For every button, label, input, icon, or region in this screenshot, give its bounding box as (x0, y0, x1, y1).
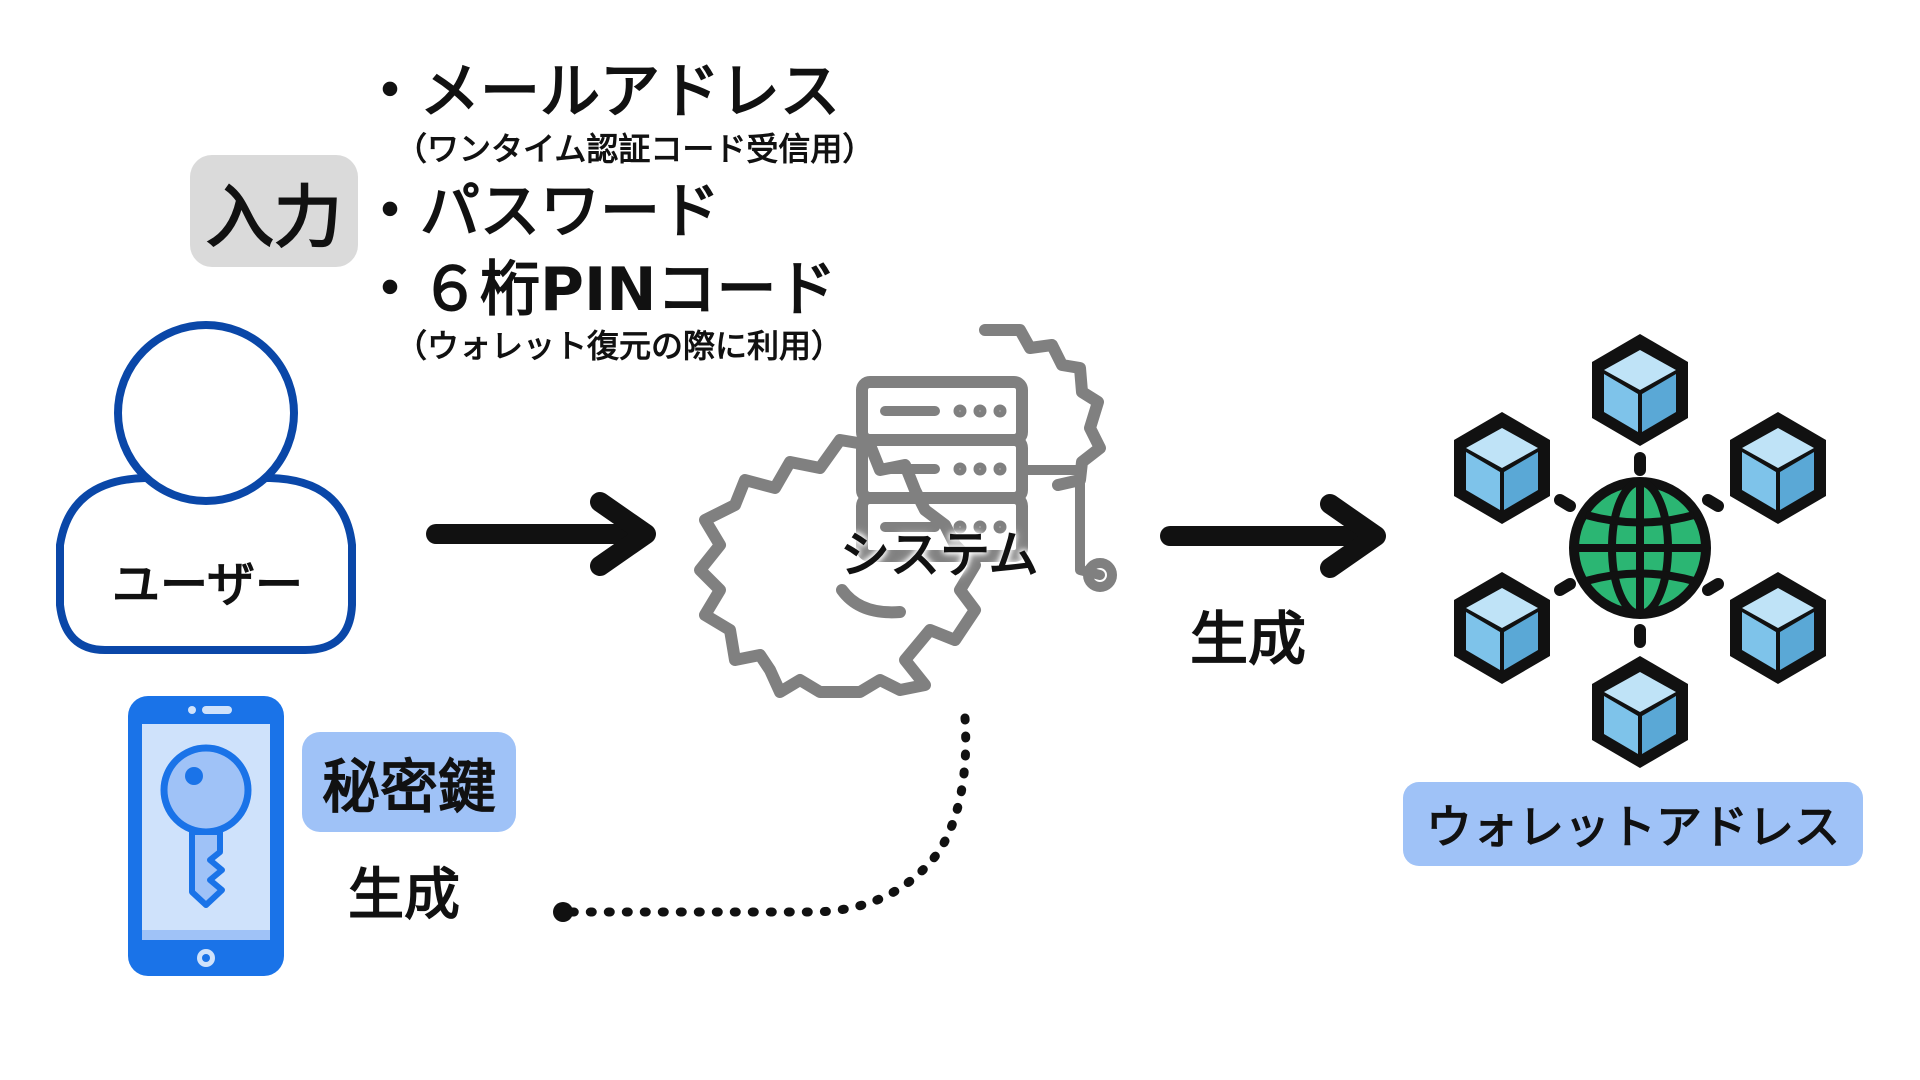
input-item-email-note: （ワンタイム認証コード受信用） (395, 130, 875, 168)
cube-icon-top (1592, 334, 1688, 446)
dotted-connector (560, 713, 971, 917)
arrow-user-to-system (426, 492, 656, 576)
connector-node (1083, 558, 1117, 592)
system-icon (694, 324, 1117, 698)
dotted-connector-end (553, 902, 573, 922)
generate-label-right: 生成 (1190, 605, 1307, 673)
input-item-pin-note: （ウォレット復元の際に利用） (395, 327, 844, 365)
wallet-address-badge: ウォレットアドレス (1403, 782, 1863, 866)
blockchain-network-icon (1454, 334, 1826, 768)
cube-icon-lower-right (1730, 572, 1826, 684)
cube-icon-upper-right (1730, 412, 1826, 524)
cube-icon-upper-left (1454, 412, 1550, 524)
server-unit-3 (856, 492, 1028, 562)
phone-key-icon (128, 696, 284, 976)
input-item-email: ・メールアドレス (360, 57, 840, 127)
cube-icon-lower-left (1454, 572, 1550, 684)
small-gear (979, 324, 1106, 491)
input-badge: 入力 (190, 155, 358, 267)
user-head-shape (114, 321, 298, 505)
key-shaft (189, 829, 225, 908)
key-head (160, 744, 252, 836)
user-icon (56, 321, 356, 654)
system-label: システム (840, 526, 1039, 584)
arrow-system-to-wallet (1160, 494, 1386, 578)
input-item-pin: ・６桁PINコード (360, 255, 837, 325)
cube-icon-bottom (1592, 656, 1688, 768)
big-gear (694, 434, 981, 698)
generate-label-left: 生成 (348, 863, 460, 928)
globe-icon (1569, 477, 1711, 619)
user-label: ユーザー (111, 557, 304, 613)
input-item-password: ・パスワード (360, 177, 720, 247)
private-key-badge: 秘密鍵 (302, 732, 516, 832)
